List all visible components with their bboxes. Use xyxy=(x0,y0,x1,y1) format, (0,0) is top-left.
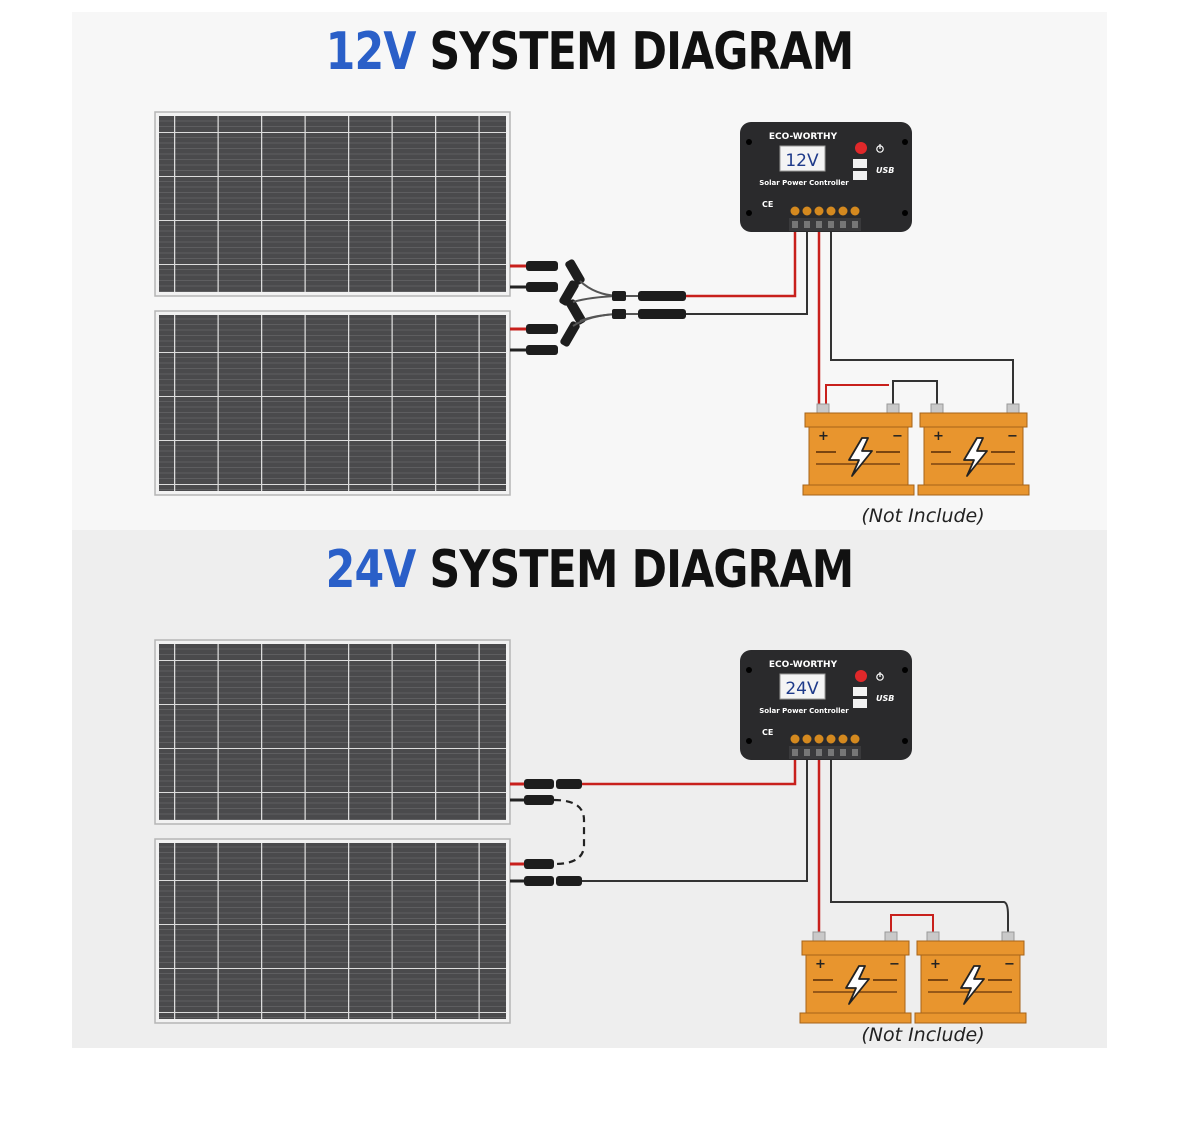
svg-text:+: + xyxy=(930,957,941,972)
solar-panel-2-12v xyxy=(154,310,511,496)
solar-controller-12v: ECO-WORTHY 12V Solar Power Controller CE… xyxy=(740,122,912,232)
title-24v: 24V SYSTEM DIAGRAM xyxy=(106,540,1073,600)
svg-text:+: + xyxy=(815,957,826,972)
mc4-connectors-24v xyxy=(510,779,586,886)
battery-2-12v: + − xyxy=(917,403,1030,496)
battery-1-24v: + − xyxy=(799,931,912,1024)
controller-12v-voltage: 12V xyxy=(785,151,819,171)
controller-24v-label: Solar Power Controller xyxy=(759,707,849,715)
solar-panel-1-12v xyxy=(154,111,511,297)
controller-12v-indicator-light xyxy=(855,142,867,154)
solar-panel-1-24v xyxy=(154,639,511,825)
controller-12v-label: Solar Power Controller xyxy=(759,179,849,187)
svg-text:+: + xyxy=(933,429,944,444)
wiring-12v xyxy=(686,228,1014,405)
usb-port-2 xyxy=(853,171,867,180)
svg-text:+: + xyxy=(818,429,829,444)
controller-24v-brand: ECO-WORTHY xyxy=(769,660,838,670)
power-icon xyxy=(876,672,884,681)
svg-text:−: − xyxy=(1004,957,1015,972)
battery-1-12v: + − xyxy=(802,403,915,496)
controller-12v-brand: ECO-WORTHY xyxy=(769,132,838,142)
title-24v-voltage: 24V xyxy=(325,540,417,600)
power-icon xyxy=(876,144,884,153)
usb-port-1 xyxy=(853,687,867,696)
battery-2-24v: + − xyxy=(914,931,1027,1024)
controller-12v-ce-mark: CE xyxy=(762,200,773,209)
usb-port-2 xyxy=(853,699,867,708)
controller-24v-usb-label: USB xyxy=(876,694,894,703)
svg-text:−: − xyxy=(892,429,903,444)
terminal-strip-24v xyxy=(789,734,861,759)
controller-24v-voltage: 24V xyxy=(785,679,819,699)
title-12v-voltage: 12V xyxy=(325,22,417,82)
note-12v: (Not Include) xyxy=(861,505,984,527)
lightning-bolt-icon xyxy=(963,437,988,477)
controller-12v-usb-label: USB xyxy=(876,166,894,175)
svg-text:−: − xyxy=(889,957,900,972)
title-24v-text: SYSTEM DIAGRAM xyxy=(429,540,855,600)
mc4-connectors-12v xyxy=(510,259,686,355)
svg-text:−: − xyxy=(1007,429,1018,444)
solar-panel-2-24v xyxy=(154,838,511,1024)
terminal-strip-12v xyxy=(789,206,861,231)
lightning-bolt-icon xyxy=(960,965,985,1005)
controller-24v-ce-mark: CE xyxy=(762,728,773,737)
wiring-24v xyxy=(582,756,1009,933)
usb-port-1 xyxy=(853,159,867,168)
solar-controller-24v: ECO-WORTHY 24V Solar Power Controller CE… xyxy=(740,650,912,760)
lightning-bolt-icon xyxy=(845,965,870,1005)
lightning-bolt-icon xyxy=(848,437,873,477)
title-12v-text: SYSTEM DIAGRAM xyxy=(429,22,855,82)
controller-24v-indicator-light xyxy=(855,670,867,682)
title-12v: 12V SYSTEM DIAGRAM xyxy=(106,22,1073,82)
note-24v: (Not Include) xyxy=(861,1024,984,1046)
